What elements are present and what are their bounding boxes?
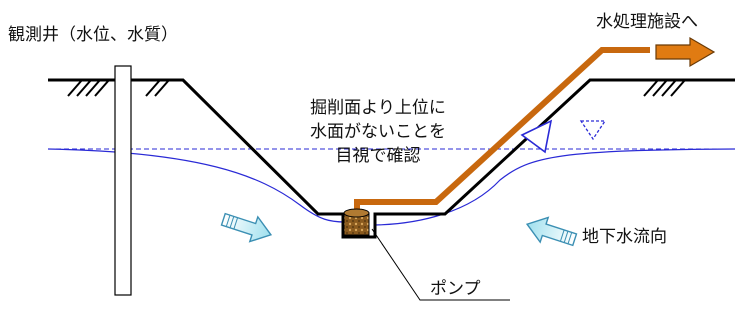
pump	[343, 208, 370, 236]
pump-label: ポンプ	[430, 279, 481, 299]
drawdown-curve	[47, 148, 736, 226]
pump-leader-line	[371, 228, 510, 301]
flow-arrow-right	[525, 216, 578, 247]
ground-hatch-left	[67, 79, 170, 97]
flow-arrow-left	[220, 212, 273, 243]
treatment-arrow	[655, 36, 716, 68]
water-level-marker-slope	[520, 119, 553, 154]
observation-well-label: 観測井（水位、水質）	[8, 25, 178, 45]
water-level-marker-icon	[579, 120, 607, 141]
ground-hatch-right	[643, 79, 686, 97]
treatment-facility-label: 水処理施設へ	[596, 12, 698, 32]
observation-well	[114, 65, 132, 296]
visual-check-line-1: 掘削面より上位に	[310, 98, 446, 118]
excavation-outline	[48, 78, 735, 239]
visual-check-line-3: 目視で確認	[336, 146, 421, 166]
visual-check-line-2: 水面がないことを	[310, 122, 446, 142]
groundwater-flow-label: 地下水流向	[582, 227, 667, 247]
discharge-pipe	[354, 47, 650, 214]
